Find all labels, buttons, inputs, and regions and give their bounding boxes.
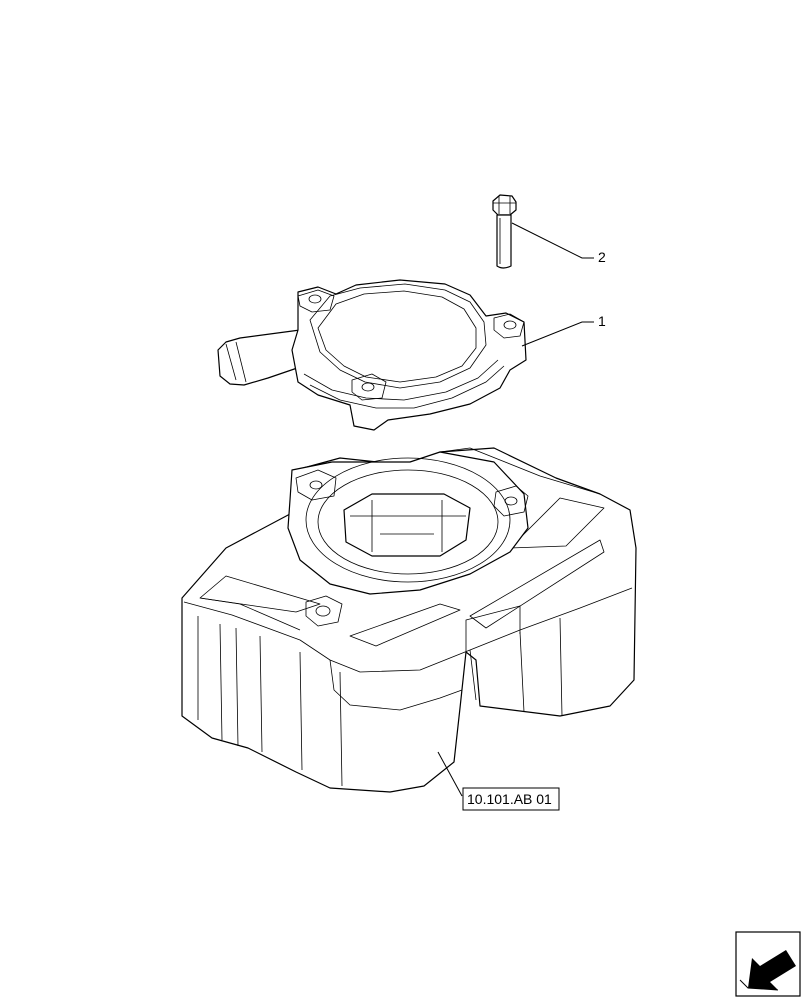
valve-cover-part <box>181 447 637 793</box>
arrow-icon[interactable] <box>735 931 801 997</box>
callout-1: 1 <box>521 313 606 347</box>
reference-callout[interactable]: 10.101.AB 01 <box>437 751 560 811</box>
cover-part <box>217 279 527 431</box>
bolt-part <box>492 194 517 269</box>
callout-2-label: 2 <box>598 249 606 265</box>
callout-1-label: 1 <box>598 313 606 329</box>
callout-2: 2 <box>511 222 606 265</box>
reference-label[interactable]: 10.101.AB 01 <box>467 791 552 807</box>
